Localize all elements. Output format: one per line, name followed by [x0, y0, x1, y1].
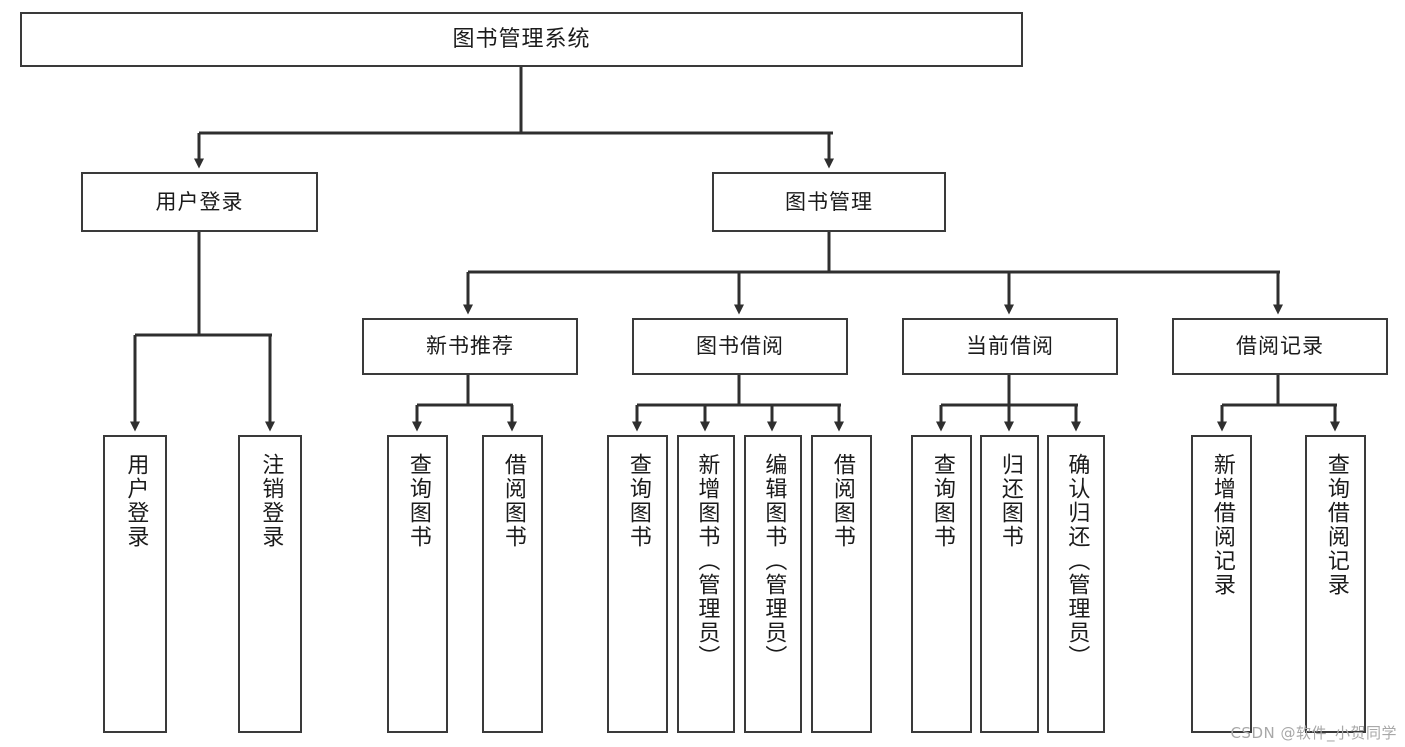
node-label: 查询借阅记录 [1323, 453, 1349, 597]
node-label: 新书推荐 [426, 334, 514, 359]
leaf-confirm-return-admin[interactable]: 确认归还（管理员） [1047, 435, 1105, 733]
leaf-user-login[interactable]: 用户登录 [103, 435, 167, 733]
node-label: 借阅图书 [500, 453, 526, 549]
leaf-add-book-admin[interactable]: 新增图书（管理员） [677, 435, 735, 733]
node-label: 确认归还（管理员） [1064, 453, 1090, 669]
node-label: 图书管理系统 [452, 26, 591, 52]
leaf-add-borrow-record[interactable]: 新增借阅记录 [1191, 435, 1252, 733]
node-label: 注销登录 [258, 453, 284, 549]
leaf-borrow-book[interactable]: 借阅图书 [811, 435, 872, 733]
leaf-return-book[interactable]: 归还图书 [980, 435, 1039, 733]
leaf-edit-book-admin[interactable]: 编辑图书（管理员） [744, 435, 802, 733]
node-label: 图书借阅 [696, 334, 784, 359]
leaf-query-book-borrow[interactable]: 查询图书 [607, 435, 668, 733]
leaf-borrow-book-new[interactable]: 借阅图书 [482, 435, 543, 733]
node-current-borrow[interactable]: 当前借阅 [902, 318, 1118, 375]
leaf-logout[interactable]: 注销登录 [238, 435, 302, 733]
node-label: 借阅记录 [1236, 334, 1324, 359]
node-label: 用户登录 [123, 453, 149, 549]
node-borrow-record[interactable]: 借阅记录 [1172, 318, 1388, 375]
node-label: 编辑图书（管理员） [761, 453, 787, 669]
csdn-watermark: CSDN @软件_小贺同学 [1230, 724, 1397, 742]
node-root-system[interactable]: 图书管理系统 [20, 12, 1023, 67]
node-label: 新增借阅记录 [1209, 453, 1235, 597]
node-book-borrow[interactable]: 图书借阅 [632, 318, 848, 375]
node-label: 借阅图书 [829, 453, 855, 549]
node-label: 图书管理 [785, 189, 873, 214]
node-label: 查询图书 [405, 453, 431, 549]
leaf-query-book-current[interactable]: 查询图书 [911, 435, 972, 733]
node-label: 查询图书 [625, 453, 651, 549]
leaf-query-book-new[interactable]: 查询图书 [387, 435, 448, 733]
node-new-book-recommend[interactable]: 新书推荐 [362, 318, 578, 375]
node-label: 当前借阅 [966, 334, 1054, 359]
leaf-query-borrow-record[interactable]: 查询借阅记录 [1305, 435, 1366, 733]
node-label: 用户登录 [155, 189, 244, 214]
node-book-management[interactable]: 图书管理 [712, 172, 946, 232]
node-label: 新增图书（管理员） [694, 453, 720, 669]
node-user-login[interactable]: 用户登录 [81, 172, 318, 232]
node-label: 查询图书 [929, 453, 955, 549]
node-label: 归还图书 [997, 453, 1023, 549]
